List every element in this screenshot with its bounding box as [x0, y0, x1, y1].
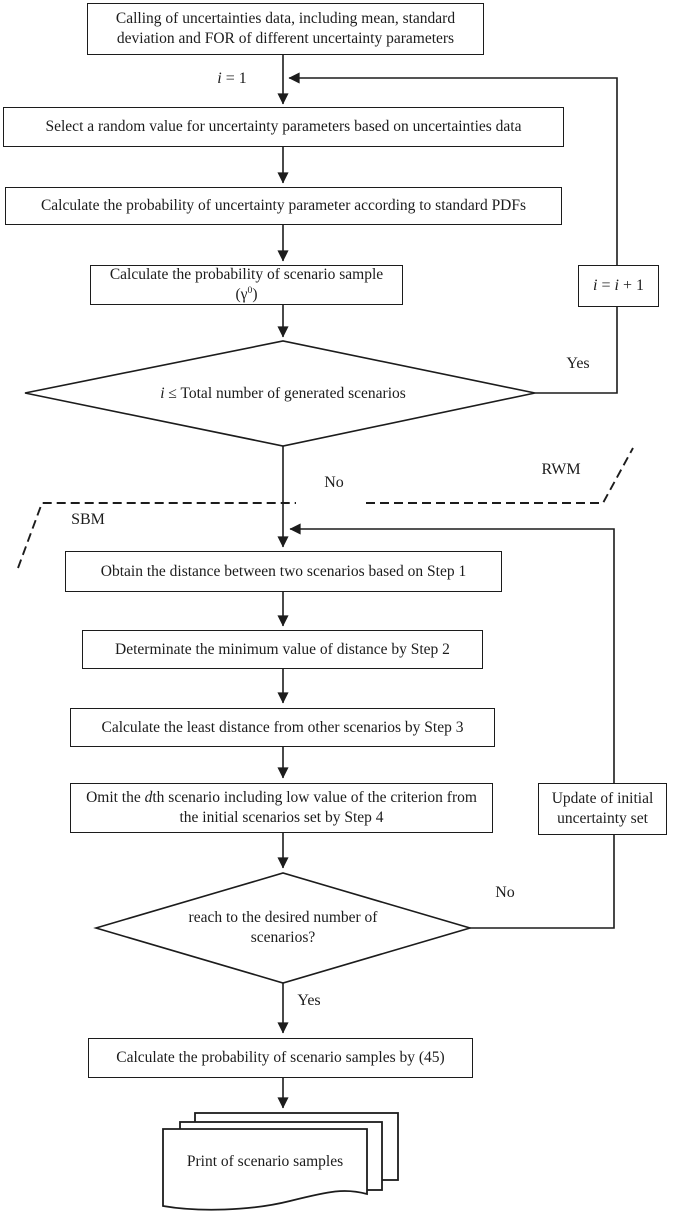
process-box-calc-probability-45: Calculate the probability of scenario sa… [88, 1038, 473, 1078]
init-var: i [217, 70, 222, 87]
decision2-no-label: No [495, 884, 515, 901]
init-counter-label: i = 1 [217, 70, 246, 88]
decision2-yes-label: Yes [297, 992, 321, 1009]
init-value: = 1 [221, 70, 247, 87]
process-box-calling-label: Calling of uncertainties data, including… [115, 10, 456, 47]
process-box-determinate-minimum: Determinate the minimum value of distanc… [82, 630, 483, 669]
decision1-label: i ≤ Total number of generated scenarios [68, 384, 498, 404]
omit-scenario-label: Omit the dth scenario including low valu… [77, 788, 486, 828]
decision1-yes-label: Yes [566, 355, 590, 372]
document-page-front [162, 1128, 368, 1211]
decision1-no-label: No [324, 474, 344, 491]
sbm-divider-dashed-line [17, 502, 296, 569]
process-box-calc-param-label: Calculate the probability of uncertainty… [40, 197, 527, 215]
omit-d-variable: d [144, 789, 153, 807]
rwm-region-label: RWM [541, 461, 581, 478]
print-output-label: Print of scenario samples [186, 1152, 344, 1170]
calc45-label: Calculate the probability of scenario sa… [116, 1049, 445, 1067]
decision2-diamond [93, 872, 473, 984]
least-distance-label: Calculate the least distance from other … [101, 718, 464, 736]
increment-equals: = [597, 276, 615, 294]
increment-plus-one: + 1 [618, 276, 644, 294]
process-box-least-distance: Calculate the least distance from other … [70, 708, 495, 747]
obtain-distance-label: Obtain the distance between two scenario… [100, 562, 467, 580]
loop-no-update [289, 523, 615, 929]
omit-text-post: th scenario including low value of the c… [152, 789, 477, 826]
determinate-minimum-label: Determinate the minimum value of distanc… [115, 640, 450, 658]
rwm-divider-dashed-line [366, 447, 634, 504]
loop-yes-increment [288, 72, 618, 394]
gamma-superscript: 0 [247, 284, 253, 296]
process-box-increment-counter: i = i + 1 [578, 265, 659, 307]
process-box-calc-probability-parameter: Calculate the probability of uncertainty… [5, 187, 562, 225]
decision1-text: ≤ Total number of generated scenarios [164, 384, 406, 402]
sbm-region-label: SBM [71, 511, 105, 528]
update-set-label: Update of initial uncertainty set [551, 790, 654, 827]
process-box-omit-scenario: Omit the dth scenario including low valu… [70, 783, 493, 833]
process-box-calc-probability-sample: Calculate the probability of scenario sa… [90, 265, 403, 305]
calc-sample-text: Calculate the probability of scenario sa… [109, 266, 384, 303]
process-box-calc-sample-label: Calculate the probability of scenario sa… [97, 265, 396, 305]
increment-label: i = i + 1 [593, 276, 644, 296]
decision2-label: reach to the desired number of scenarios… [188, 908, 378, 946]
process-box-obtain-distance: Obtain the distance between two scenario… [65, 551, 502, 592]
increment-var1: i [593, 276, 598, 294]
decision1-diamond [24, 340, 536, 447]
increment-var2: i [614, 276, 619, 294]
calc-sample-text-close: ) [252, 286, 258, 303]
process-box-select-label: Select a random value for uncertainty pa… [45, 118, 522, 136]
process-box-update-uncertainty-set: Update of initial uncertainty set [538, 783, 667, 835]
decision1-var: i [160, 384, 165, 402]
process-box-select-random-value: Select a random value for uncertainty pa… [3, 107, 564, 147]
omit-text-pre: Omit the [86, 789, 145, 807]
process-box-calling-data: Calling of uncertainties data, including… [87, 3, 484, 55]
